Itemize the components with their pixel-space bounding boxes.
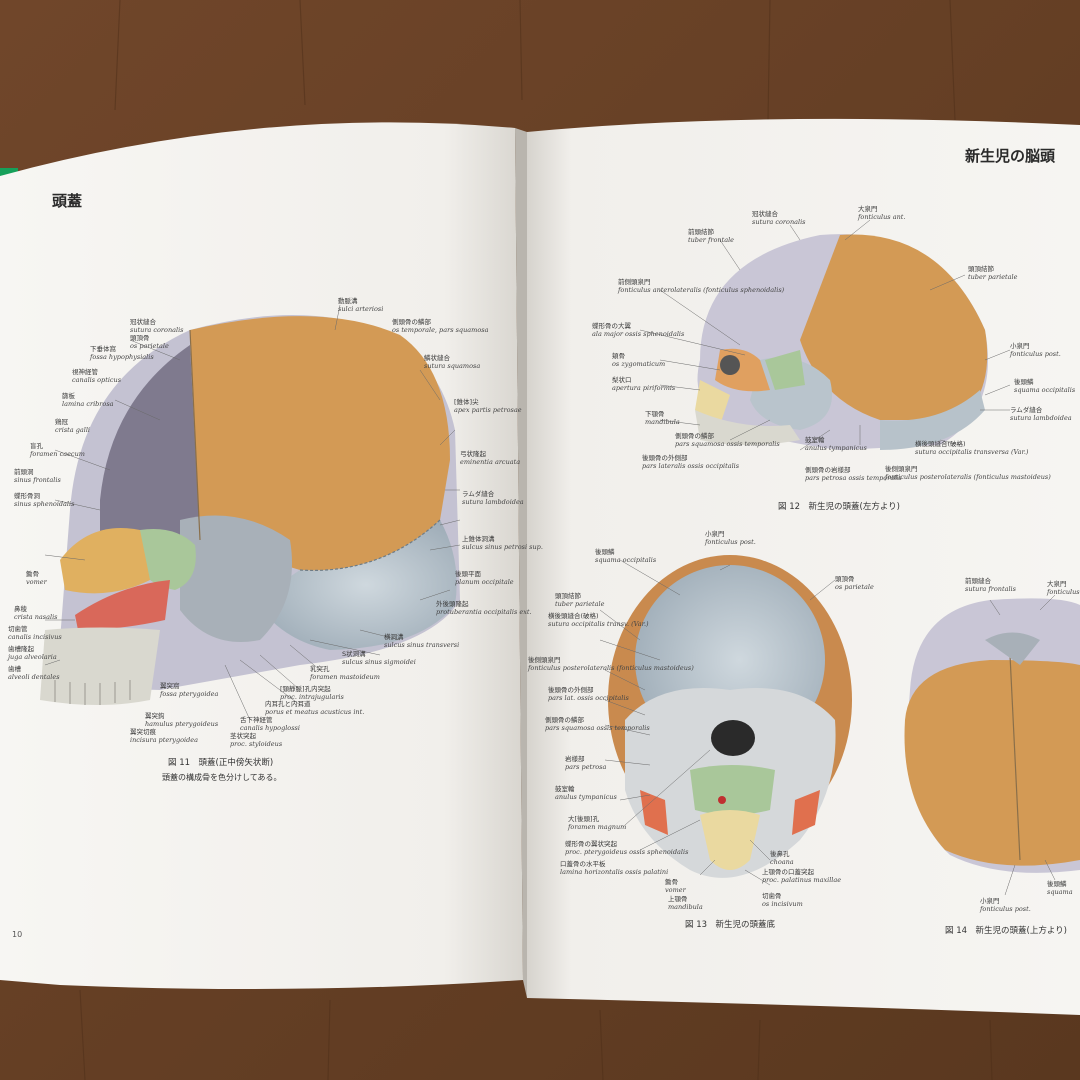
newborn-skull-top-illustration [904, 594, 1080, 896]
wood-grain [79, 0, 993, 1080]
book-gutter [515, 128, 527, 998]
right-page-title: 新生児の脳頭 [965, 147, 1056, 165]
fig11-subcaption: 頭蓋の構成骨を色分けしてある。 [162, 773, 282, 782]
fig11-caption: 図 11 頭蓋(正中傍矢状断) [168, 758, 274, 768]
fig13-caption: 図 13 新生児の頭蓋底 [685, 920, 776, 930]
left-page-title: 頭蓋 [52, 192, 83, 210]
newborn-skull-lateral-illustration [639, 219, 1011, 451]
newborn-skull-base-illustration [599, 555, 852, 886]
fig12-caption: 図 12 新生児の頭蓋(左方より) [778, 502, 900, 512]
fig14-caption: 図 14 新生児の頭蓋(上方より) [945, 926, 1067, 936]
sagittal-skull-illustration [40, 304, 461, 721]
page-number: 10 [12, 930, 23, 939]
anatomy-label: 横後頭縫合(破格)sutura occipitalis transv. (Var… [548, 612, 649, 628]
anatomy-label: 横後頭縫合(破格)sutura occipitalis transversa (… [915, 440, 1029, 456]
